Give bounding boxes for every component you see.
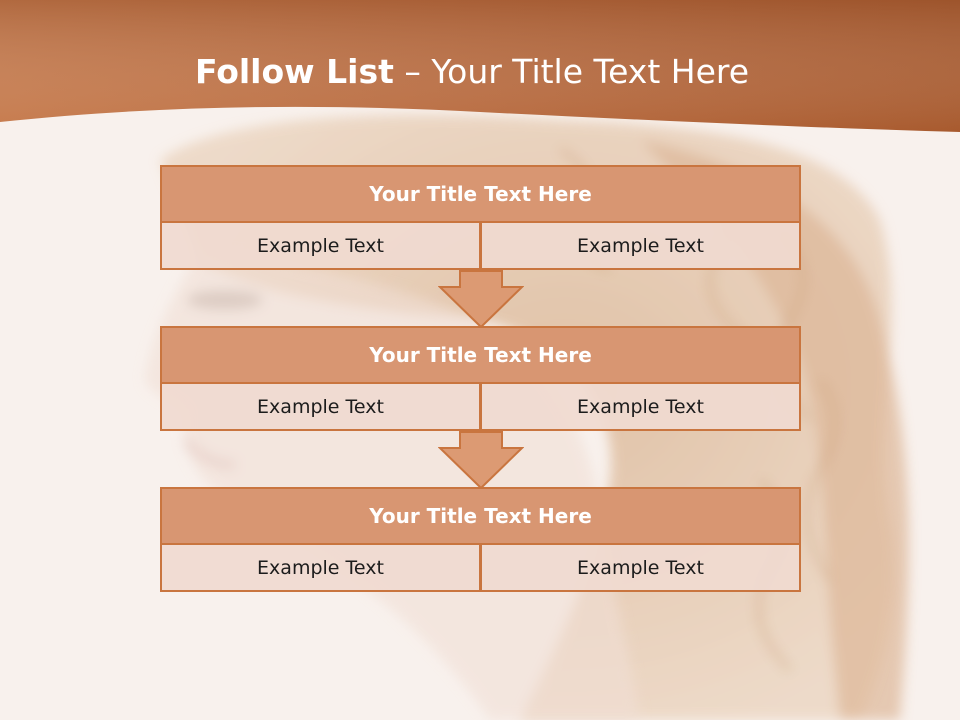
- list-block-1: Your Title Text Here Example Text Exampl…: [160, 165, 801, 270]
- block-title: Your Title Text Here: [160, 326, 801, 384]
- block-row: Example Text Example Text: [160, 382, 801, 431]
- block-cell-right: Example Text: [480, 382, 801, 431]
- block-cell-left: Example Text: [160, 382, 481, 431]
- list-block-2: Your Title Text Here Example Text Exampl…: [160, 326, 801, 431]
- block-title: Your Title Text Here: [160, 165, 801, 223]
- list-block-3: Your Title Text Here Example Text Exampl…: [160, 487, 801, 592]
- block-row: Example Text Example Text: [160, 543, 801, 592]
- block-cell-right: Example Text: [480, 221, 801, 270]
- block-row: Example Text Example Text: [160, 221, 801, 270]
- down-arrow-icon: [438, 270, 524, 328]
- slide-title-bold: Follow List: [194, 52, 394, 91]
- down-arrow-icon: [438, 431, 524, 489]
- block-cell-right: Example Text: [480, 543, 801, 592]
- block-cell-left: Example Text: [160, 221, 481, 270]
- slide-title-rest: – Your Title Text Here: [393, 52, 750, 91]
- block-cell-left: Example Text: [160, 543, 481, 592]
- block-title: Your Title Text Here: [160, 487, 801, 545]
- slide-title: Follow List – Your Title Text Here: [0, 52, 944, 91]
